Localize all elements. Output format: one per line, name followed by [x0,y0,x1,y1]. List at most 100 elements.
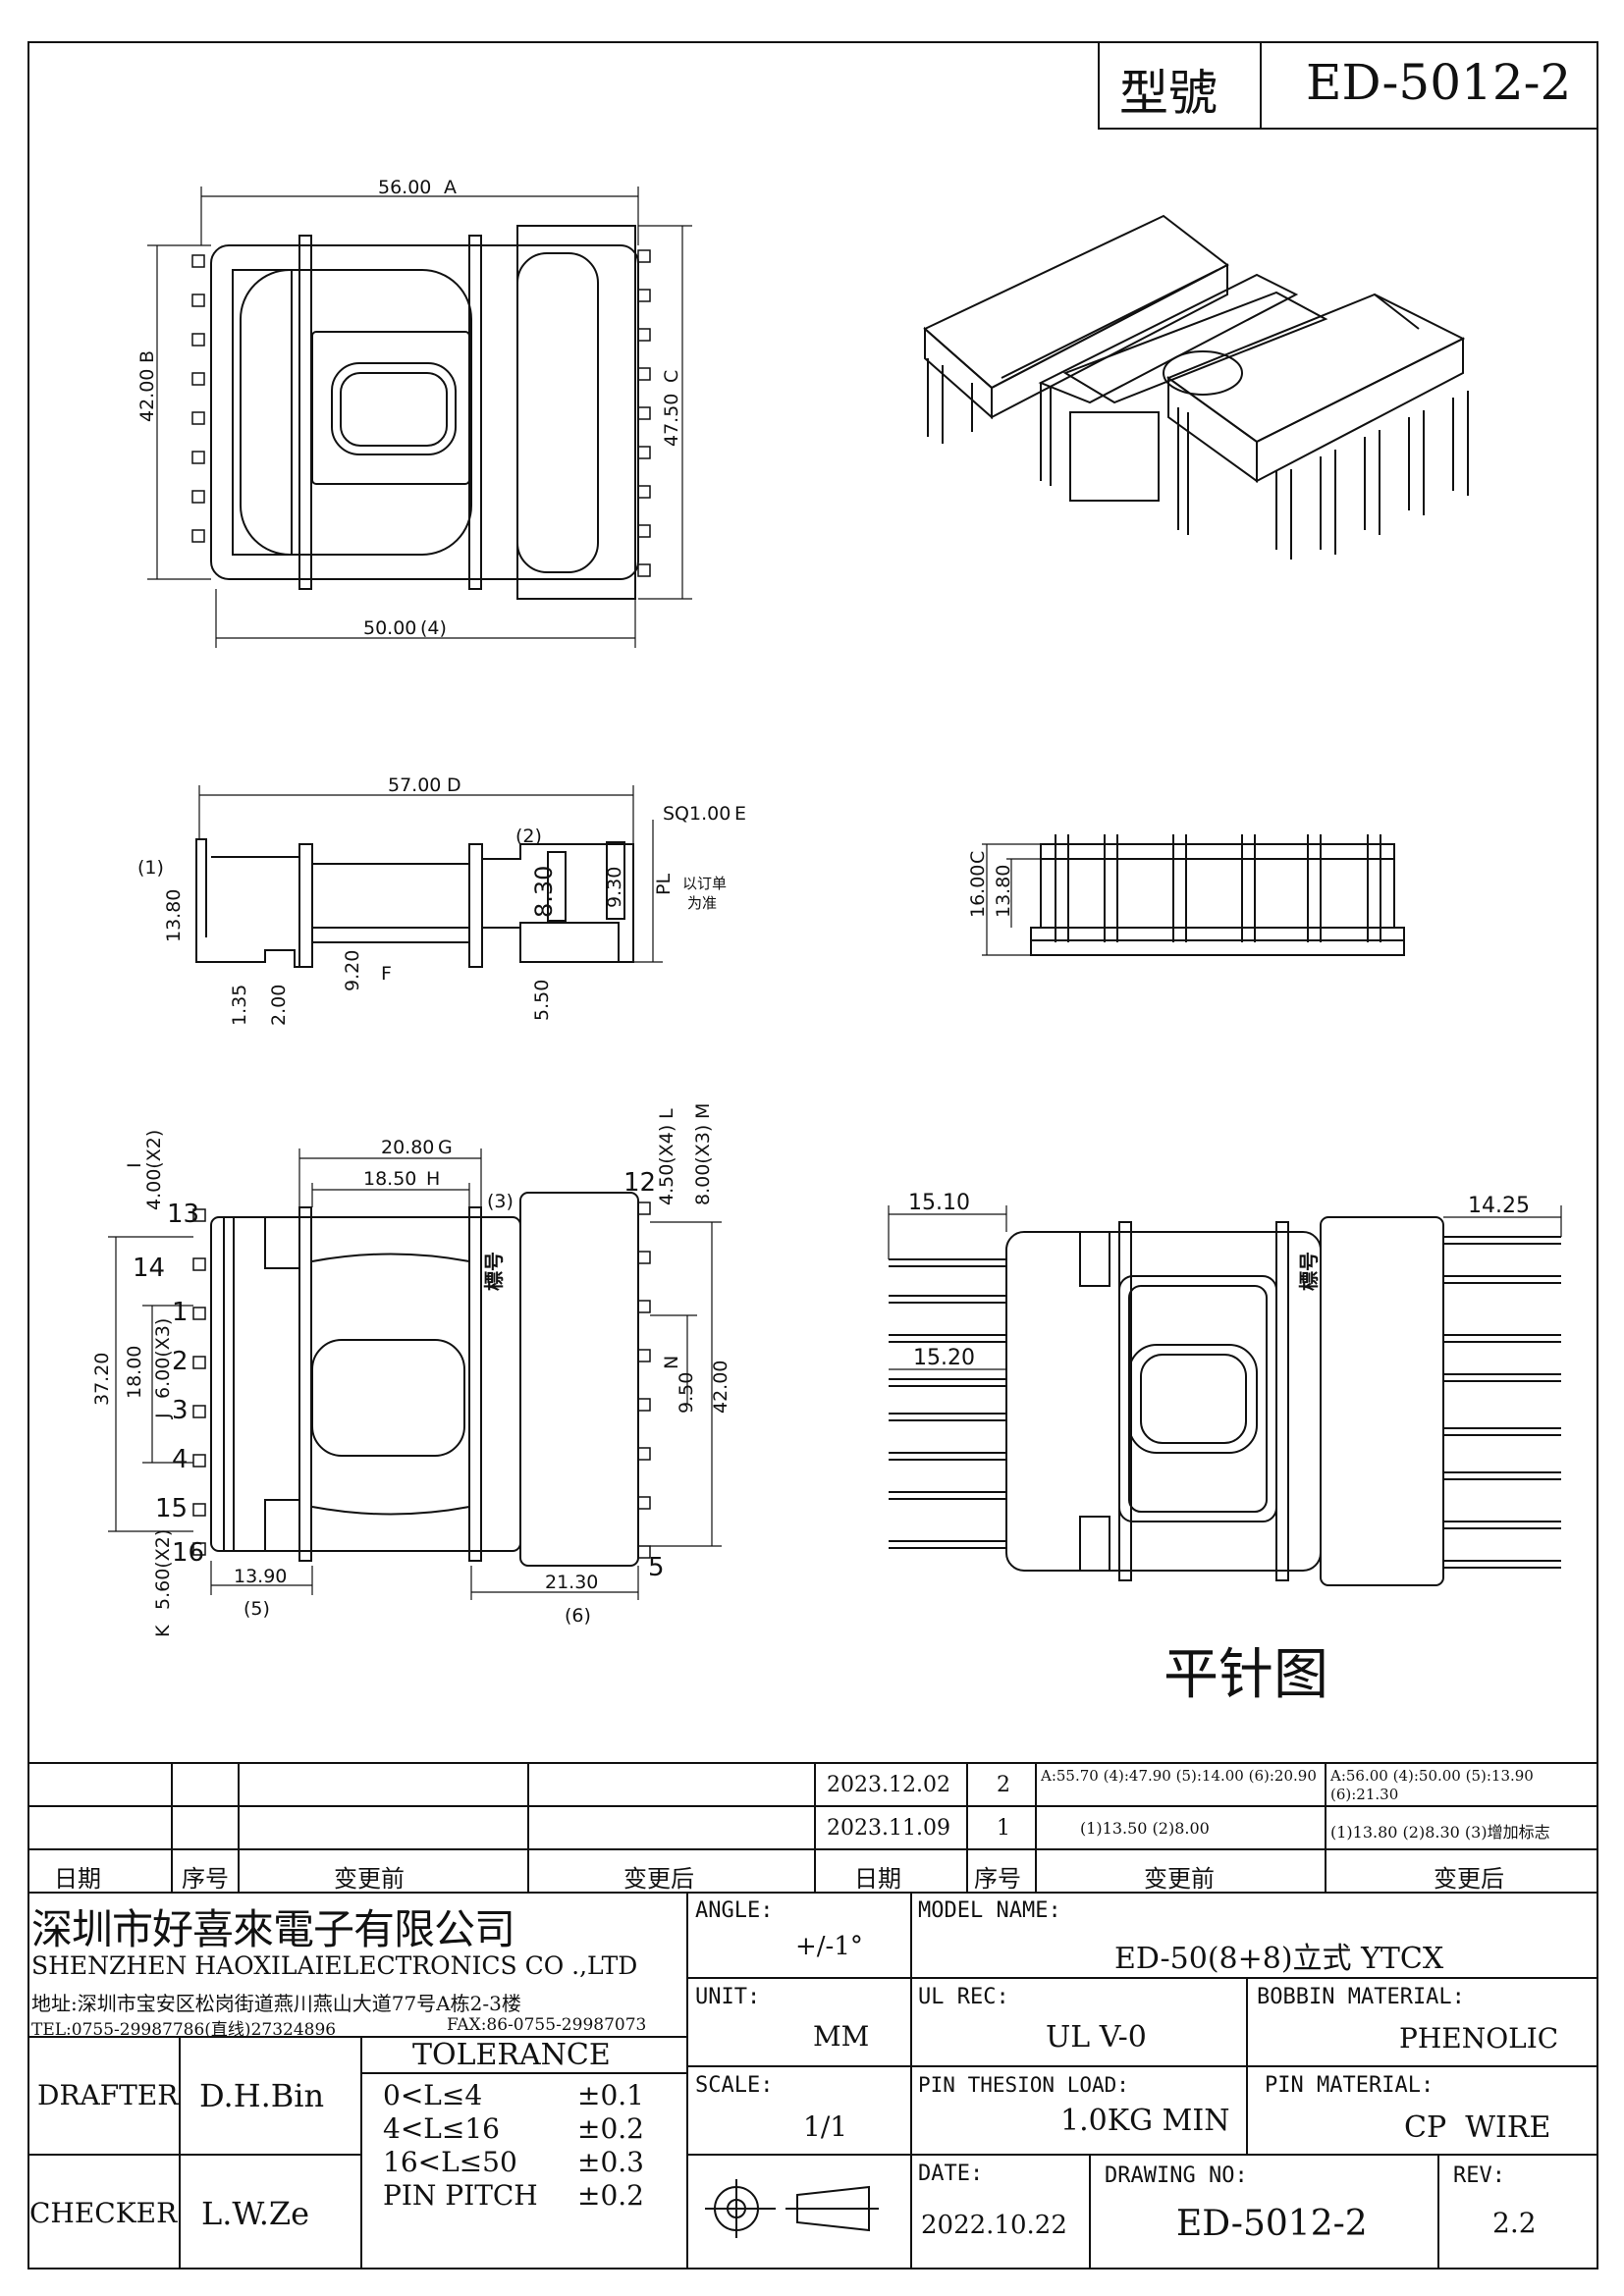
drafter-label: DRAFTER [37,2079,179,2111]
dim-sq: SQ1.00 [663,803,731,825]
dim-4x2: 4.00(X2) [143,1130,165,1210]
dim-circle-i: I [124,1162,145,1168]
bottom-view [108,1148,722,1600]
dim-circle-l: L [656,1108,677,1119]
dim-paren-1: (1) [137,857,164,879]
company-name-en: SHENZHEN HAOXILAIELECTRONICS CO .,LTD [31,1951,638,1980]
unit-value: MM [813,2020,870,2053]
drawing-frame [27,41,1598,2269]
angle-label: ANGLE: [695,1898,774,1923]
dim-16: 16.00 [967,865,989,918]
rev-row-2-before: (1)13.50 (2)8.00 [1080,1819,1210,1838]
pin-13: 13 [167,1200,199,1229]
checker-value: L.W.Ze [201,2195,310,2232]
dim-5-5: 5.50 [531,980,553,1021]
pin-2: 2 [172,1347,189,1376]
dim-47-5: 47.50 [661,394,682,447]
rev-header-after-l: 变更后 [623,1865,694,1893]
dim-21-3: 21.30 [545,1572,598,1593]
rev-label: REV: [1453,2163,1505,2188]
pin-1: 1 [172,1298,189,1327]
dim-circle-k: K [152,1625,174,1637]
scale-value: 1/1 [803,2110,848,2143]
rev-row-2-after: (1)13.80 (2)8.30 (3)增加标志 [1330,1823,1550,1842]
pin-15: 15 [155,1494,188,1523]
company-tel: TEL:0755-29987786(直线)27324896 [31,2020,337,2040]
dim-18-5: 18.50 [363,1168,416,1190]
rev-row-1-before: A:55.70 (4):47.90 (5):14.00 (6):20.90 [1041,1767,1317,1785]
dim-57: 57.00 [388,774,441,796]
angle-value: +/-1° [795,1932,863,1961]
rev-row-1-seq: 2 [997,1773,1010,1797]
rev-header-date-l: 日期 [54,1865,101,1893]
pin-material-label: PIN MATERIAL: [1265,2073,1435,2098]
drawing-no-label: DRAWING NO: [1105,2163,1248,2188]
ul-rec-label: UL REC: [918,1985,1009,2009]
flat-pin-view [888,1205,1562,1586]
dim-paren-6: (6) [565,1605,591,1627]
rev-header-after-r: 变更后 [1434,1865,1504,1893]
dim-pl: PL [653,874,675,895]
rev-header-date-r: 日期 [854,1865,901,1893]
dim-13-8: 13.80 [163,889,185,942]
checker-label: CHECKER [29,2197,178,2229]
pin-4: 4 [172,1445,189,1474]
dim-2-00: 2.00 [268,985,290,1026]
tol-value-1: ±0.2 [577,2112,644,2145]
company-address: 地址:深圳市宝安区松岗街道燕川燕山大道77号A栋2-3楼 [31,1992,521,2015]
dim-18: 18.00 [124,1346,145,1399]
pin-tension-label: PIN THESION LOAD: [918,2073,1129,2097]
dim-9-2: 9.20 [342,950,363,991]
tol-value-2: ±0.3 [577,2146,644,2178]
dim-20-8: 20.80 [381,1137,434,1158]
pin-5: 5 [648,1553,665,1582]
flat-pin-title: 平针图 [1164,1643,1328,1707]
rev-row-2-date: 2023.11.09 [827,1816,950,1841]
dim-13-8b: 13.80 [993,865,1014,918]
company-fax: FAX:86-0755-29987073 [447,2015,647,2035]
rev-header-seq-r: 序号 [974,1865,1021,1893]
dim-15-2: 15.20 [913,1346,975,1370]
technical-drawing: 56.00 A 42.00 B 47.50 C 50.00 (4) 57.00 … [91,177,1562,1707]
bobbin-material-label: BOBBIN MATERIAL: [1257,1985,1465,2009]
tol-range-0: 0<L≤4 [383,2079,483,2111]
dim-circle-c2: C [967,851,989,864]
note-line-1: 以订单 [682,875,727,892]
model-header-box [1098,41,1598,130]
dim-9-3: 9.30 [604,867,625,908]
bobbin-material-value: PHENOLIC [1399,2022,1559,2055]
dim-9-5: 9.50 [676,1372,697,1414]
dim-6x3: 6.00(X3) [152,1318,174,1399]
rev-value: 2.2 [1492,2207,1537,2239]
dim-circle-m: M [692,1103,714,1119]
dim-circle-e: E [734,803,746,825]
tol-value-0: ±0.1 [577,2079,644,2111]
pin-12: 12 [623,1168,656,1198]
date-value: 2022.10.22 [921,2211,1067,2240]
dim-paren-2: (2) [515,826,542,847]
company-name-cn: 深圳市好喜來電子有限公司 [31,1905,515,1953]
dim-50: 50.00 [363,617,416,639]
dim-circle-h: H [426,1168,440,1190]
dim-paren-5: (5) [244,1598,270,1620]
rev-header-before-l: 变更前 [334,1865,405,1893]
model-name-label: MODEL NAME: [918,1898,1061,1923]
dim-37-2: 37.20 [91,1353,113,1406]
dim-circle-g: G [438,1137,453,1158]
dim-14-25: 14.25 [1468,1194,1530,1218]
unit-label: UNIT: [695,1985,761,2009]
model-header-divider [1260,41,1262,130]
rev-row-1-date: 2023.12.02 [827,1773,950,1797]
isometric-view [923,214,1469,560]
top-view [147,187,692,648]
model-name-value: ED-50(8+8)立式 YTCX [1114,1942,1444,1976]
dim-56: 56.00 [378,177,431,198]
dim-paren-4: (4) [420,617,447,639]
pin-material-value: CP WIRE [1404,2110,1551,2145]
dim-circle-n: N [661,1356,682,1369]
projection-symbol [705,2179,879,2238]
dim-circle-j: J [152,1413,174,1419]
dim-8-3: 8.30 [530,866,558,918]
drawing-no-value: ED-5012-2 [1176,2204,1368,2244]
